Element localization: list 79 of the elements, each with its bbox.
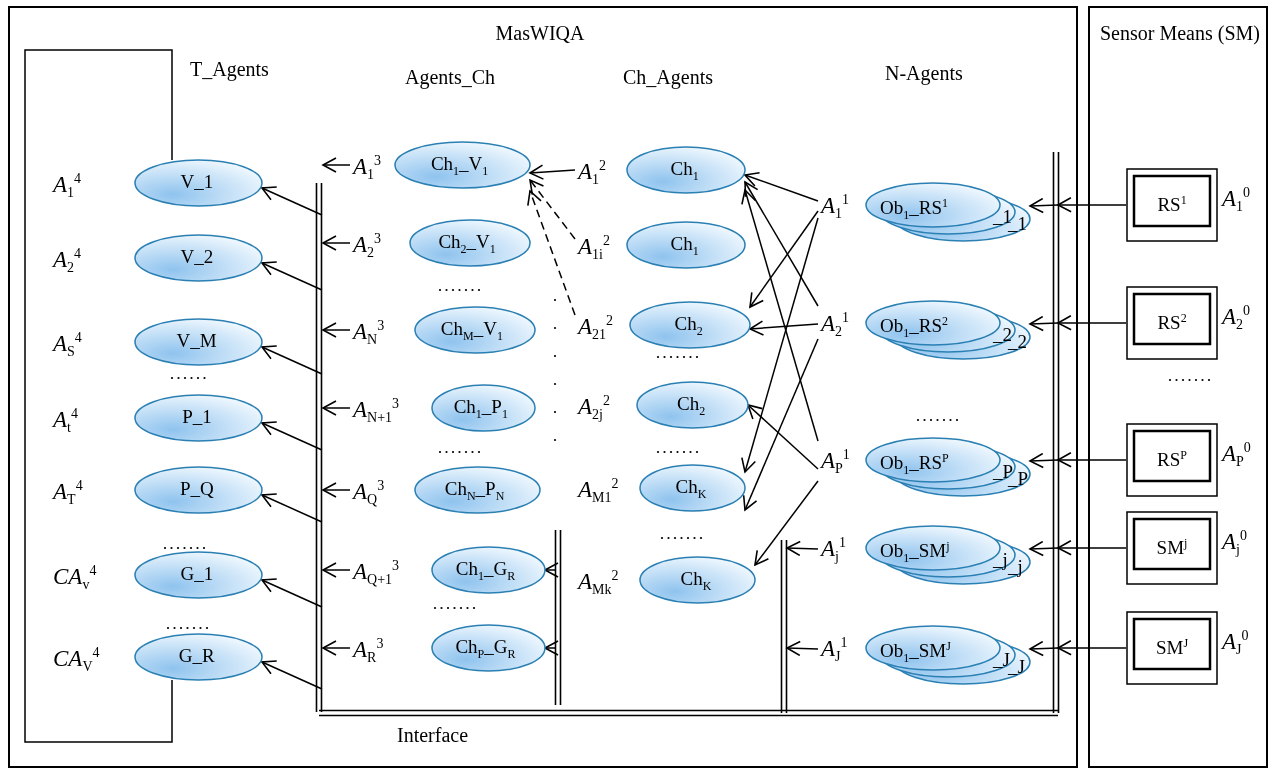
frame-title: Sensor Means (SM)	[1100, 21, 1260, 46]
arrow	[529, 164, 576, 180]
column-heading: N-Agents	[885, 62, 963, 85]
node-text: Ch$_{2}$	[677, 393, 706, 420]
node-text: V_2	[180, 246, 214, 268]
arrow	[261, 421, 323, 451]
node-text: V_1	[180, 171, 214, 193]
node-text: Ch$_{P}$_G$_{R}$	[455, 636, 516, 663]
arrow	[322, 400, 351, 416]
node-text: Ob$_{1}$_RS$^{2}$	[880, 313, 948, 343]
arrow	[741, 217, 819, 473]
node-text: Ch$_{1}$_G$_{R}$	[455, 558, 516, 585]
system-frame	[1088, 6, 1268, 768]
arrow	[322, 482, 351, 498]
arrow	[744, 171, 819, 202]
arrow	[261, 578, 323, 608]
node-text: Ob$_{1}$_RS$^{P}$	[880, 450, 949, 480]
column-heading: T_Agents	[190, 58, 269, 81]
node-text: Ch$_{2}$	[674, 313, 703, 340]
arrow	[529, 179, 576, 240]
arrow	[544, 640, 559, 656]
arrow	[1028, 197, 1127, 214]
layer-text: _J	[993, 649, 1010, 670]
arrow	[786, 540, 819, 557]
arrow	[261, 261, 323, 291]
node-text: RS$^{P}$	[1157, 447, 1187, 472]
arrow	[1028, 315, 1127, 332]
layer-text: _j	[993, 549, 1008, 571]
arrow	[261, 660, 323, 690]
arrow	[744, 181, 819, 307]
node-text: SM$^{J}$	[1155, 635, 1189, 660]
node-text: RS$^{1}$	[1157, 192, 1187, 217]
arrow	[786, 640, 819, 657]
connector-line	[24, 49, 173, 743]
arrow	[527, 190, 576, 316]
node-text: P_1	[182, 406, 212, 428]
node-text: RS$^{2}$	[1157, 310, 1187, 335]
arrow	[544, 562, 559, 578]
arrow	[261, 493, 323, 523]
arrow	[1028, 540, 1127, 557]
arrow	[747, 404, 819, 470]
arrow	[749, 210, 819, 308]
system-frame	[8, 6, 1078, 768]
arrow	[261, 186, 323, 216]
node-text: Ob$_{1}$_SM$^{j}$	[880, 538, 950, 568]
arrow	[742, 338, 819, 511]
column-heading: Agents_Ch	[405, 66, 495, 89]
node-text: Ch$_{M}$_V$_{1}$	[440, 318, 503, 345]
node-text: Ch$_{1}$	[670, 158, 699, 185]
arrow	[749, 320, 819, 336]
node-text: Ch$_{1}$	[670, 233, 699, 260]
node-text: Ch$_{K}$	[680, 568, 712, 595]
node-text: G_R	[178, 645, 215, 667]
arrow	[741, 189, 819, 442]
arrow	[1028, 452, 1127, 469]
node-text: Ob$_{1}$_SM$^{J}$	[880, 638, 951, 668]
node-text: Ob$_{1}$_RS$^{1}$	[880, 195, 948, 225]
bus-label: Interface	[397, 724, 469, 747]
arrow	[754, 480, 819, 566]
node-text: Ch$_{N}$_P$_{N}$	[444, 478, 505, 505]
arrow	[261, 345, 323, 375]
node-text: Ch$_{1}$_V$_{1}$	[430, 153, 489, 180]
arrow	[322, 322, 351, 338]
arrow	[322, 640, 351, 656]
node-text: V_M	[176, 330, 217, 352]
node-text: Ch$_{1}$_P$_{1}$	[453, 396, 508, 423]
arrow	[322, 157, 351, 173]
column-heading: Ch_Agents	[623, 66, 713, 89]
arrow	[1028, 640, 1127, 657]
node-text: Ch$_{K}$	[675, 476, 707, 503]
layer-text: _J	[1008, 656, 1025, 678]
node-text: P_Q	[179, 478, 214, 500]
layer-text: _j	[1008, 556, 1023, 578]
arrow	[322, 235, 351, 251]
node-text: Ch$_{2}$_V$_{1}$	[438, 231, 496, 258]
node-text: G_1	[180, 563, 214, 585]
node-text: SM$^{j}$	[1156, 535, 1188, 560]
arrow	[322, 562, 351, 578]
frame-title: MasWIQA	[494, 21, 586, 46]
